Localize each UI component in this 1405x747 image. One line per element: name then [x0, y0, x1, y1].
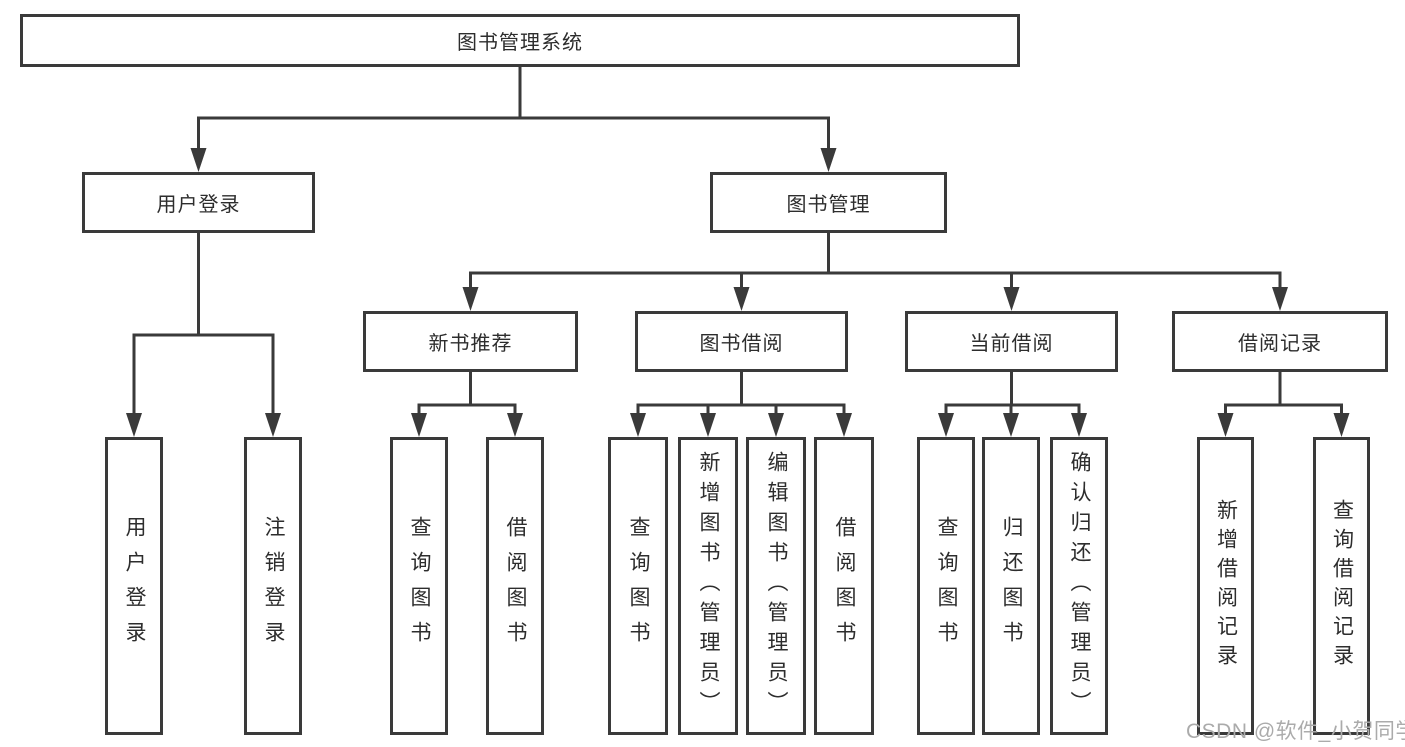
node-return-book: 归还图书 — [982, 437, 1040, 735]
arrowhead — [836, 413, 852, 437]
arrowhead — [507, 413, 523, 437]
arrowhead — [1272, 287, 1288, 311]
arrowhead — [1217, 413, 1234, 437]
node-current-borrow: 当前借阅 — [905, 311, 1118, 372]
node-label: 借阅记录 — [1238, 333, 1322, 355]
node-confirm-return-admin: 确认归还（管理员） — [1050, 437, 1108, 735]
node-user-login: 用户登录 — [82, 172, 315, 233]
watermark: CSDN @软件_小贺同学 — [1186, 720, 1405, 743]
node-borrow-book: 借阅图书 — [814, 437, 874, 735]
node-label: 图书借阅 — [699, 333, 784, 355]
node-query-borrow-record: 查询借阅记录 — [1313, 437, 1370, 735]
node-label: 用户登录 — [156, 194, 241, 216]
node-label: 图书管理 — [786, 194, 871, 216]
node-library-management-system: 图书管理系统 — [20, 14, 1020, 67]
arrowhead — [1003, 413, 1019, 437]
node-query-books-recommend: 查询图书 — [390, 437, 448, 735]
node-new-book-recommend: 新书推荐 — [363, 311, 578, 372]
node-user-login-leaf: 用户登录 — [105, 437, 163, 735]
node-query-books-borrow: 查询图书 — [608, 437, 668, 735]
arrowhead — [1333, 413, 1350, 437]
node-logout: 注销登录 — [244, 437, 302, 735]
node-borrow-book-recommend: 借阅图书 — [486, 437, 544, 735]
arrowhead — [820, 148, 837, 172]
arrowhead — [265, 413, 281, 437]
arrowhead — [1003, 287, 1020, 311]
node-add-book-admin: 新增图书（管理员） — [678, 437, 738, 735]
node-borrow-records: 借阅记录 — [1172, 311, 1388, 372]
node-label: 当前借阅 — [969, 333, 1054, 355]
arrowhead — [1071, 413, 1087, 437]
arrowhead — [126, 413, 142, 437]
arrowhead — [768, 413, 784, 437]
node-query-books-current: 查询图书 — [917, 437, 975, 735]
node-edit-book-admin: 编辑图书（管理员） — [746, 437, 806, 735]
arrowhead — [411, 413, 427, 437]
arrowhead — [938, 413, 954, 437]
arrowhead — [630, 413, 646, 437]
node-label: 新书推荐 — [428, 333, 513, 355]
node-label: 图书管理系统 — [457, 32, 583, 54]
node-book-management: 图书管理 — [710, 172, 947, 233]
arrowhead — [700, 413, 716, 437]
arrowhead — [462, 287, 479, 311]
arrowhead-group — [126, 148, 1350, 437]
node-book-borrow: 图书借阅 — [635, 311, 848, 372]
arrowhead — [190, 148, 207, 172]
arrowhead — [733, 287, 750, 311]
node-add-borrow-record: 新增借阅记录 — [1197, 437, 1254, 735]
